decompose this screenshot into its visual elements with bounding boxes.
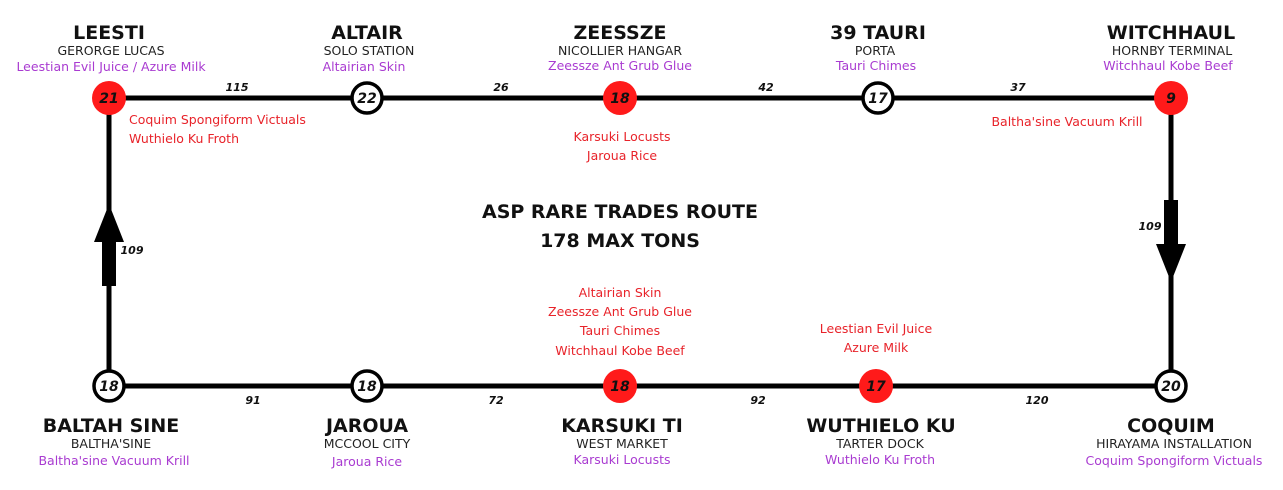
system-name: COQUIM: [1127, 415, 1215, 437]
system-39-tauri: 39 TAURI PORTA Tauri Chimes 17: [830, 22, 926, 115]
node-number: 17: [866, 379, 886, 395]
sell-item: Leestian Evil Juice: [820, 321, 933, 336]
distance-wuthielo-coquim: 120: [1026, 394, 1049, 407]
system-altair: ALTAIR SOLO STATION Altairian Skin 22: [323, 22, 415, 115]
sell-item: Jaroua Rice: [586, 148, 657, 163]
arrow-down-right: [1156, 200, 1186, 282]
rare-commodity: Wuthielo Ku Froth: [825, 452, 935, 467]
system-coquim: 20 COQUIM HIRAYAMA INSTALLATION Coquim S…: [1086, 369, 1263, 468]
node-number: 18: [610, 91, 630, 107]
station-name: MCCOOL CITY: [324, 436, 411, 451]
sell-item: Coquim Spongiform Victuals: [129, 112, 306, 127]
node-number: 18: [610, 379, 630, 395]
rare-commodity: Zeessze Ant Grub Glue: [548, 58, 692, 73]
rare-commodity: Coquim Spongiform Victuals: [1086, 453, 1263, 468]
node: [861, 81, 895, 115]
station-name: WEST MARKET: [576, 436, 668, 451]
distance-baltah-jaroua: 91: [245, 394, 260, 407]
sell-item: Witchhaul Kobe Beef: [555, 343, 685, 358]
system-name: LEESTI: [73, 22, 145, 44]
station-name: TARTER DOCK: [835, 436, 924, 451]
node-number: 9: [1166, 91, 1176, 107]
sell-node: [603, 369, 637, 403]
system-jaroua: 18 JAROUA MCCOOL CITY Jaroua Rice: [324, 369, 411, 469]
rare-commodity: Tauri Chimes: [835, 58, 916, 73]
system-baltah-sine: 18 BALTAH SINE BALTHA'SINE Baltha'sine V…: [38, 369, 190, 468]
system-name: JAROUA: [324, 415, 408, 437]
route-capacity: 178 MAX TONS: [540, 230, 700, 252]
rare-commodity: Karsuki Locusts: [573, 452, 670, 467]
distance-witchhaul-coquim: 109: [1139, 220, 1162, 233]
system-name: WITCHHAUL: [1107, 22, 1235, 44]
distance-karsuki-wuthielo: 92: [750, 394, 766, 407]
system-name: KARSUKI TI: [561, 415, 683, 437]
arrow-up-left: [94, 204, 124, 286]
station-name: BALTHA'SINE: [71, 436, 151, 451]
system-name: ALTAIR: [331, 22, 403, 44]
system-karsuki-ti: Altairian Skin Zeessze Ant Grub Glue Tau…: [548, 285, 692, 467]
system-name: BALTAH SINE: [43, 415, 180, 437]
node-number: 22: [357, 91, 376, 107]
sell-item: Azure Milk: [844, 340, 909, 355]
rare-commodity: Baltha'sine Vacuum Krill: [38, 453, 189, 468]
distance-leesti-altair: 115: [226, 81, 249, 94]
distance-baltah-leesti: 109: [121, 244, 144, 257]
system-witchhaul: WITCHHAUL HORNBY TERMINAL Witchhaul Kobe…: [991, 22, 1235, 129]
node: [1154, 369, 1188, 403]
rare-commodity: Jaroua Rice: [331, 454, 402, 469]
node: [350, 81, 384, 115]
station-name: PORTA: [855, 43, 896, 58]
system-name: WUTHIELO KU: [806, 415, 955, 437]
station-name: GERORGE LUCAS: [57, 43, 164, 58]
sell-node: [1154, 81, 1188, 115]
system-name: ZEESSZE: [573, 22, 666, 44]
distance-tauri-witchhaul: 37: [1010, 81, 1026, 94]
distance-altair-zeessze: 26: [493, 81, 509, 94]
rare-commodity: Altairian Skin: [323, 59, 406, 74]
sell-item: Tauri Chimes: [579, 323, 660, 338]
rare-commodity: Witchhaul Kobe Beef: [1103, 58, 1233, 73]
node: [92, 369, 126, 403]
distance-jaroua-karsuki: 72: [488, 394, 504, 407]
station-name: NICOLLIER HANGAR: [558, 43, 682, 58]
node-number: 20: [1161, 379, 1181, 395]
station-name: HORNBY TERMINAL: [1112, 43, 1232, 58]
sell-item: Wuthielo Ku Froth: [129, 131, 239, 146]
sell-item: Baltha'sine Vacuum Krill: [991, 114, 1142, 129]
station-name: SOLO STATION: [324, 43, 415, 58]
node: [350, 369, 384, 403]
sell-node: [603, 81, 637, 115]
node-number: 18: [357, 379, 377, 395]
system-leesti: LEESTI GERORGE LUCAS Leestian Evil Juice…: [16, 22, 305, 146]
station-name: HIRAYAMA INSTALLATION: [1096, 436, 1252, 451]
sell-node: [92, 81, 126, 115]
system-name: 39 TAURI: [830, 22, 926, 44]
sell-item: Karsuki Locusts: [573, 129, 670, 144]
rare-commodity: Leestian Evil Juice / Azure Milk: [16, 59, 206, 74]
sell-item: Zeessze Ant Grub Glue: [548, 304, 692, 319]
system-zeessze: ZEESSZE NICOLLIER HANGAR Zeessze Ant Gru…: [548, 22, 692, 163]
node-number: 21: [99, 91, 118, 107]
sell-item: Altairian Skin: [579, 285, 662, 300]
route-title: ASP RARE TRADES ROUTE: [482, 201, 758, 223]
sell-node: [859, 369, 893, 403]
system-wuthielo-ku: Leestian Evil Juice Azure Milk 17 WUTHIE…: [806, 321, 955, 467]
node-number: 17: [868, 91, 888, 107]
distance-zeessze-tauri: 42: [757, 81, 774, 94]
node-number: 18: [99, 379, 119, 395]
